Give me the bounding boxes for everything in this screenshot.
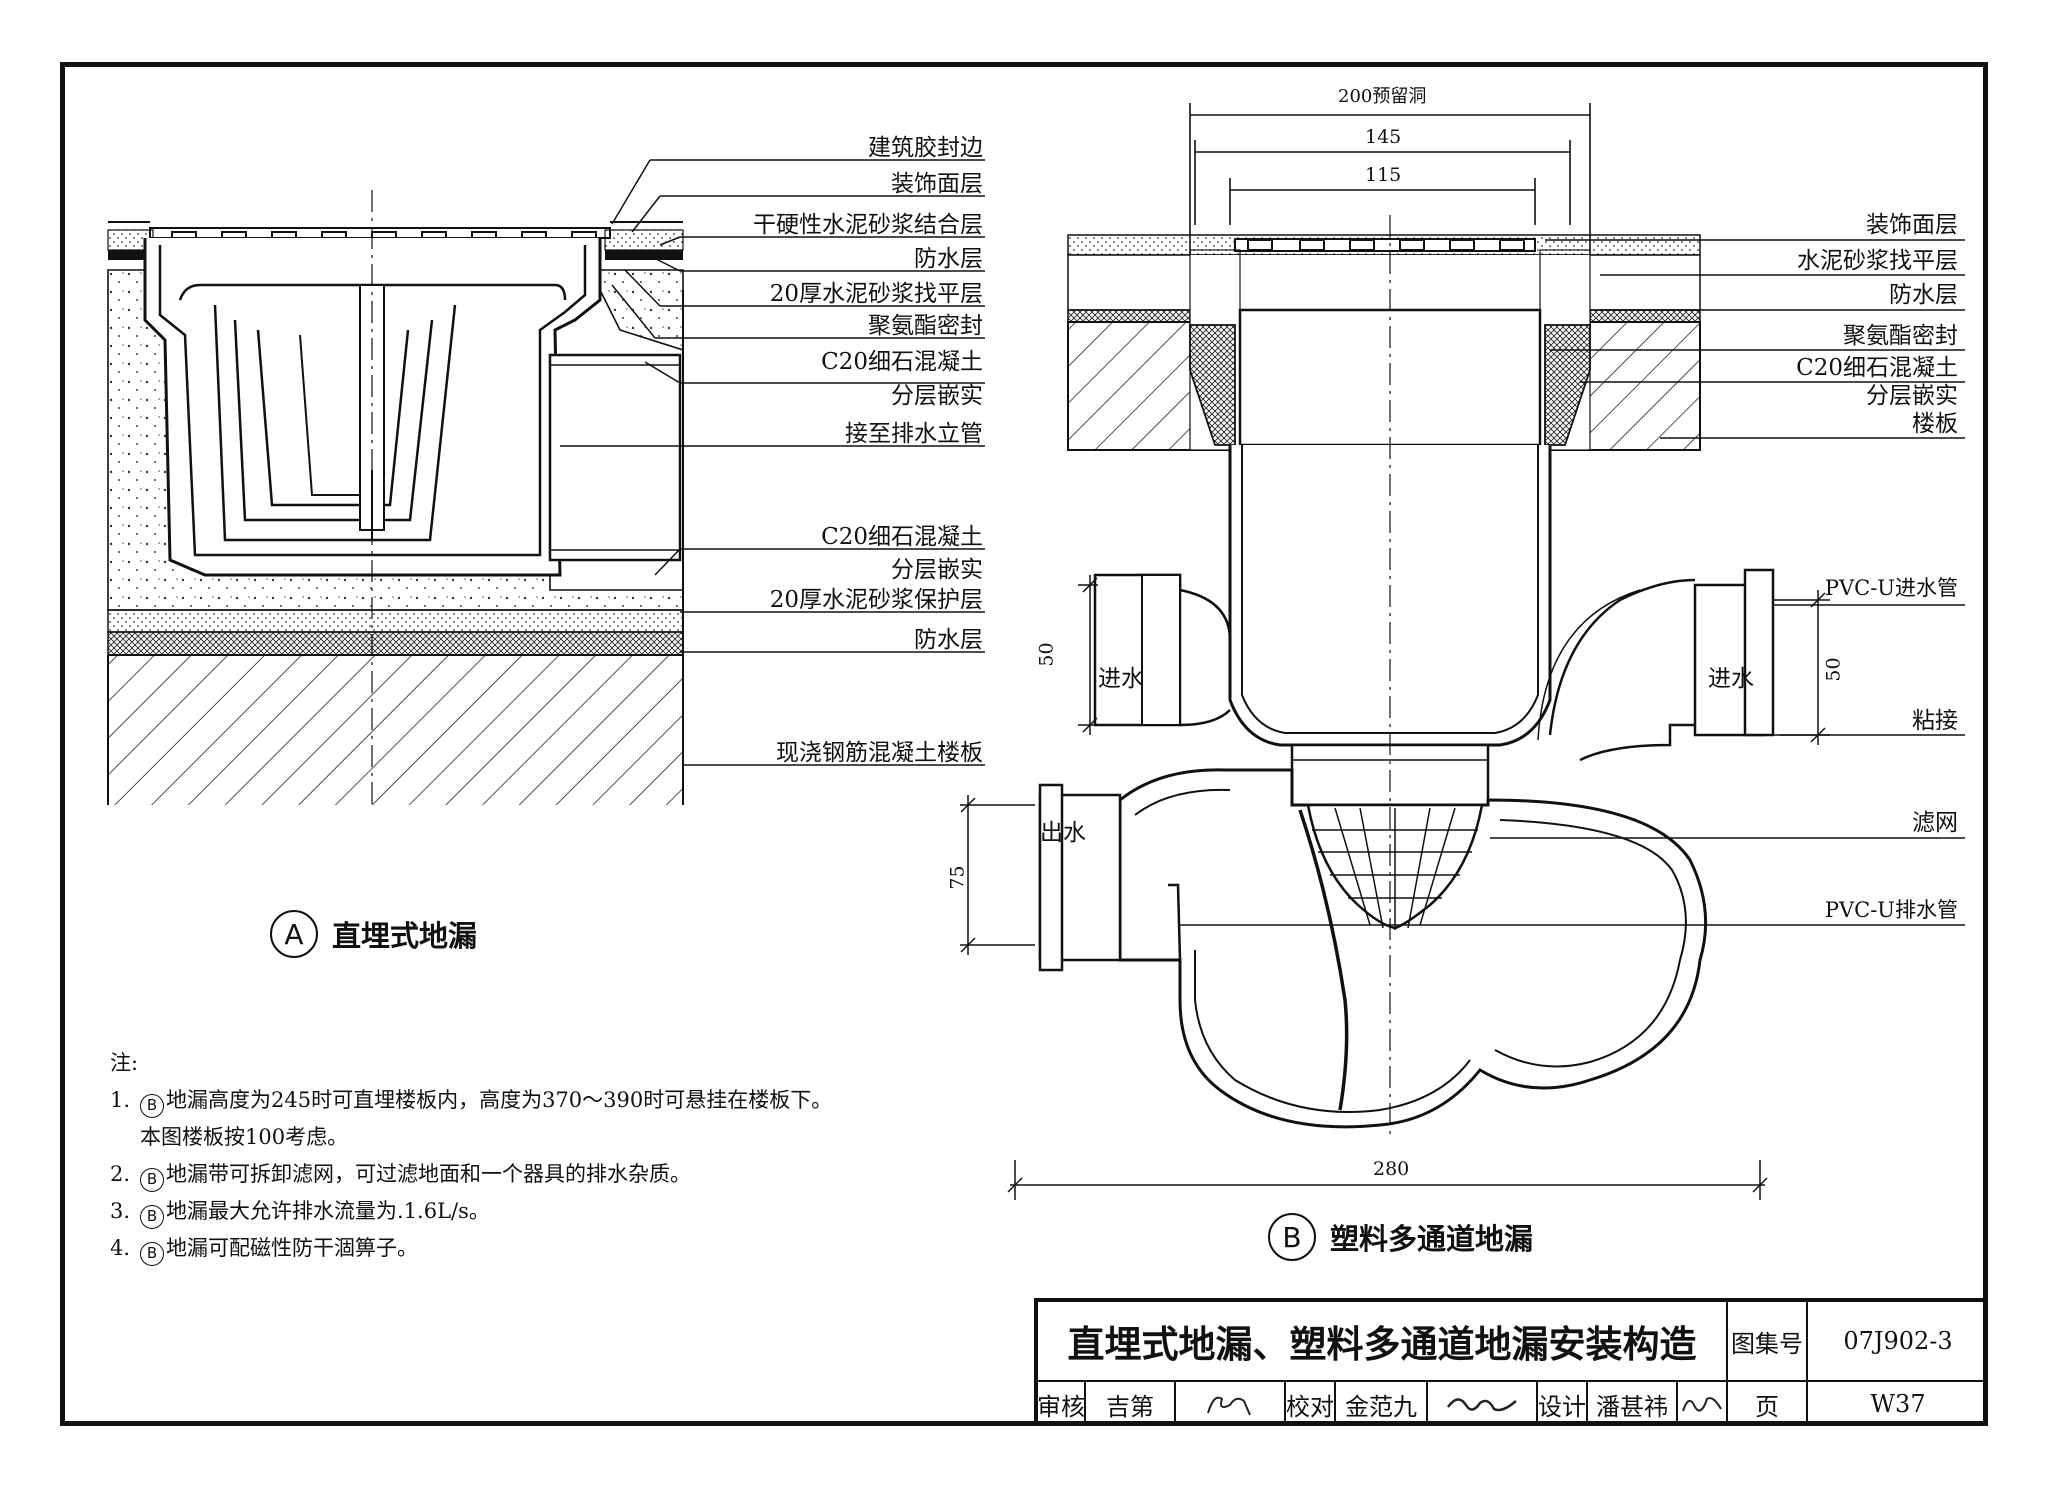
- label-a-8: 接至排水立管: [845, 421, 983, 447]
- label-a-0: 建筑胶封边: [868, 135, 983, 161]
- note-1-text: 地漏高度为245时可直埋楼板内，高度为370～390时可悬挂在楼板下。: [166, 1088, 833, 1112]
- detail-a-title-text: 直埋式地漏: [332, 919, 478, 953]
- sheet-border: [60, 62, 1988, 1426]
- dim-145: 145: [1365, 126, 1402, 148]
- title-block: 直埋式地漏、塑料多通道地漏安装构造 图集号 07J902-3 审核 吉第 校对 …: [1034, 1298, 1988, 1426]
- note-4-marker: B: [140, 1241, 164, 1266]
- label-a-6: C20细石混凝土: [821, 349, 983, 375]
- page-label: 页: [1728, 1382, 1808, 1426]
- label-b-10: PVC-U排水管: [1824, 898, 1958, 922]
- label-a-1: 装饰面层: [891, 171, 983, 197]
- label-a-5: 聚氨酯密封: [868, 313, 983, 339]
- note-3-num: 3.: [110, 1199, 131, 1223]
- check-name: 金范九: [1336, 1382, 1428, 1426]
- label-b-1: 水泥砂浆找平层: [1797, 248, 1958, 274]
- label-b-7: PVC-U进水管: [1824, 576, 1958, 600]
- label-a-11: 20厚水泥砂浆保护层: [769, 587, 983, 613]
- label-a-7: 分层嵌实: [891, 383, 983, 409]
- note-2-num: 2.: [110, 1162, 131, 1186]
- inlet-right-label: 进水: [1708, 666, 1754, 692]
- label-b-9: 滤网: [1912, 810, 1958, 836]
- label-b-8: 粘接: [1912, 708, 1958, 734]
- note-4-text: 地漏可配磁性防干涸箅子。: [166, 1236, 418, 1260]
- atlas-label: 图集号: [1728, 1302, 1808, 1382]
- label-b-4: C20细石混凝土: [1796, 355, 1958, 381]
- review-name: 吉第: [1086, 1382, 1176, 1426]
- outlet-label: 出水: [1040, 820, 1086, 846]
- label-a-3: 防水层: [914, 246, 983, 272]
- label-a-4: 20厚水泥砂浆找平层: [769, 281, 983, 307]
- dim-280: 280: [1373, 1158, 1410, 1180]
- design-name: 潘甚祎: [1588, 1382, 1678, 1426]
- note-3-text: 地漏最大允许排水流量为.1.6L/s。: [166, 1199, 490, 1223]
- note-1-marker: B: [140, 1093, 164, 1118]
- note-1-num: 1.: [110, 1088, 131, 1112]
- review-label: 审核: [1037, 1382, 1086, 1426]
- label-b-5: 分层嵌实: [1866, 383, 1958, 409]
- check-label: 校对: [1286, 1382, 1336, 1426]
- detail-b-marker: B: [1268, 1213, 1316, 1261]
- label-b-2: 防水层: [1889, 282, 1958, 308]
- detail-a-title: A 直埋式地漏: [270, 910, 477, 958]
- label-a-12: 防水层: [914, 627, 983, 653]
- inlet-left-label: 进水: [1098, 666, 1144, 692]
- dim-75: 75: [946, 865, 969, 890]
- design-signature: [1678, 1382, 1728, 1426]
- check-signature: [1428, 1382, 1538, 1426]
- dim-50-right: 50: [1822, 657, 1845, 682]
- note-1-cont: 本图楼板按100考虑。: [140, 1125, 349, 1149]
- note-2-marker: B: [140, 1167, 164, 1192]
- label-b-3: 聚氨酯密封: [1843, 323, 1958, 349]
- label-a-2: 干硬性水泥砂浆结合层: [753, 212, 983, 238]
- label-a-10: 分层嵌实: [891, 557, 983, 583]
- notes-heading: 注:: [110, 1051, 139, 1075]
- detail-a-marker: A: [270, 910, 318, 958]
- detail-b-title-text: 塑料多通道地漏: [1330, 1222, 1534, 1256]
- label-a-9: C20细石混凝土: [821, 524, 983, 550]
- note-3-marker: B: [140, 1204, 164, 1229]
- label-b-6: 楼板: [1912, 411, 1958, 437]
- atlas-no: 07J902-3: [1808, 1302, 1988, 1382]
- dim-50-left: 50: [1035, 642, 1058, 667]
- detail-b-title: B 塑料多通道地漏: [1268, 1213, 1533, 1261]
- label-b-0: 装饰面层: [1866, 212, 1958, 238]
- sheet-title: 直埋式地漏、塑料多通道地漏安装构造: [1038, 1302, 1728, 1382]
- dim-200: 200预留洞: [1338, 86, 1427, 107]
- note-4-num: 4.: [110, 1236, 131, 1260]
- label-a-13: 现浇钢筋混凝土楼板: [776, 740, 983, 766]
- dim-115: 115: [1365, 164, 1402, 186]
- design-label: 设计: [1538, 1382, 1588, 1426]
- note-2-text: 地漏带可拆卸滤网，可过滤地面和一个器具的排水杂质。: [166, 1162, 691, 1186]
- note-1-cont-line: 本图楼板按100考虑。: [110, 1119, 832, 1156]
- page-no: W37: [1870, 1390, 1926, 1418]
- review-signature: [1176, 1382, 1286, 1426]
